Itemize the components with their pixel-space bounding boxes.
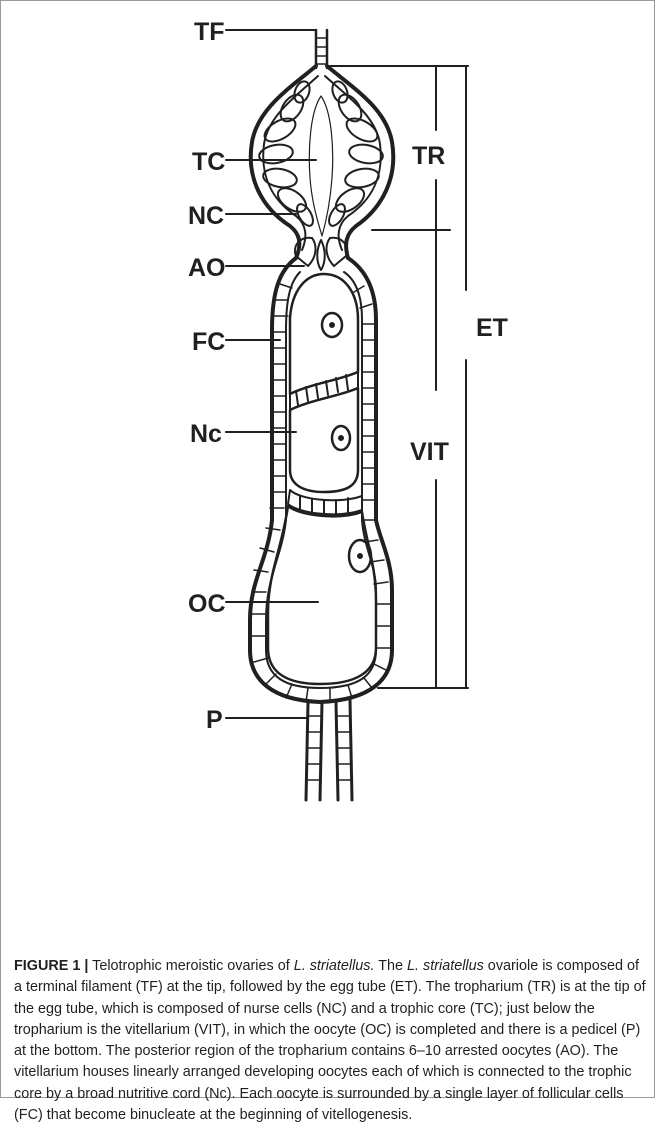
label-p: P — [206, 706, 223, 734]
ovariole-diagram: TF TC NC AO FC Nc OC P TR ET VIT — [0, 0, 657, 950]
region-brackets — [330, 66, 468, 688]
species-name-2: L. striatellus — [407, 958, 484, 974]
oocyte-2 — [290, 388, 358, 492]
species-name: L. striatellus. — [294, 958, 375, 974]
label-nc-lower: Nc — [190, 420, 222, 448]
caption-text-1: Telotrophic meroistic ovaries of — [88, 958, 293, 974]
figure-caption: FIGURE 1 | Telotrophic meroistic ovaries… — [14, 956, 646, 1126]
label-oc: OC — [188, 590, 226, 618]
label-tr: TR — [412, 142, 445, 170]
label-et: ET — [476, 314, 508, 342]
terminal-filament — [316, 30, 327, 68]
label-nc-upper: NC — [188, 202, 224, 230]
caption-text-2: The — [374, 958, 407, 974]
label-tf: TF — [194, 18, 225, 46]
label-ao: AO — [188, 254, 226, 282]
caption-text-3: ovariole is composed of a terminal filam… — [14, 958, 646, 1123]
label-fc: FC — [192, 328, 225, 356]
label-vit: VIT — [410, 438, 449, 466]
figure-number: FIGURE 1 | — [14, 958, 88, 974]
label-tc: TC — [192, 148, 225, 176]
pedicel — [306, 700, 352, 800]
